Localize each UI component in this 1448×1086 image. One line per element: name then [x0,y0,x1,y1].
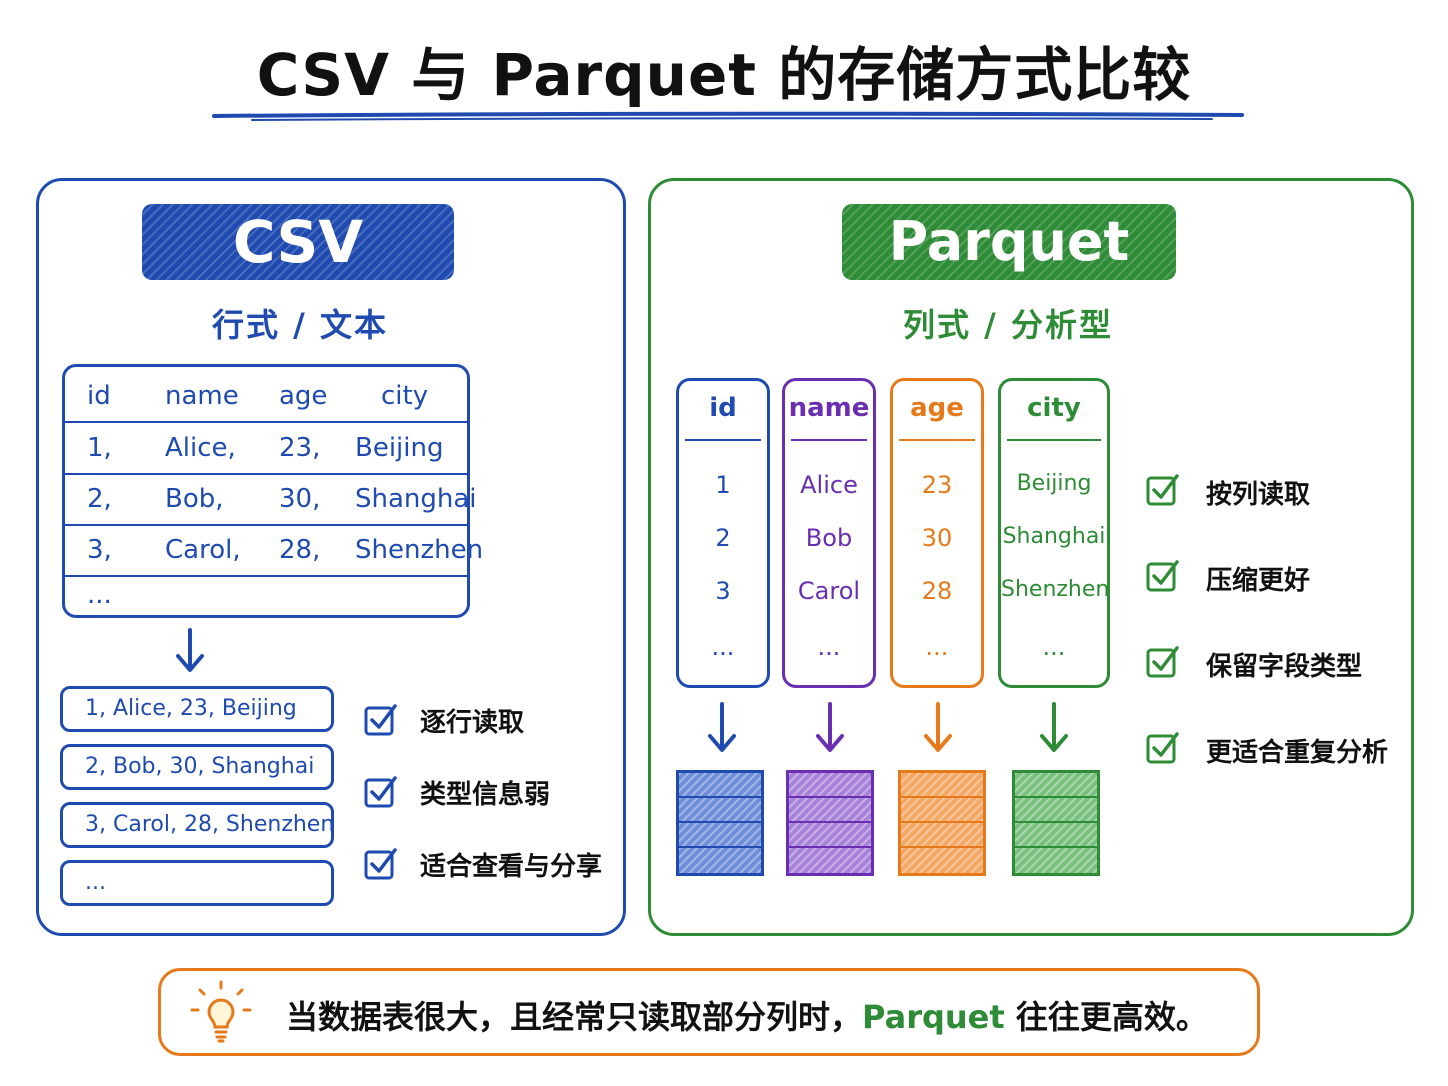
checkbox-icon [364,704,397,736]
column-value: Shenzhen [1001,577,1110,602]
ellipsis: ... [87,580,112,610]
column-storage-block-id [676,770,764,876]
checkbox-icon [1146,560,1179,592]
tip-text: 当数据表很大，且经常只读取部分列时，Parquet 往往更高效。 [286,992,1208,1038]
csv-record: ... [60,860,334,906]
column-storage-block-name [786,770,874,876]
column-divider [685,439,761,441]
parquet-panel [648,178,1414,936]
parquet-check-compression: 压缩更好 [1206,566,1311,596]
table-cell: 1, [87,433,112,463]
column-value: 30 [921,524,953,552]
tip-text-highlight: Parquet [862,998,1005,1036]
column-value: Shanghai [1002,524,1106,549]
csv-record: 3, Carol, 28, Shenzhen [60,802,334,848]
down-arrow-icon [708,702,736,752]
csv-table-header: id name age city [65,371,467,423]
column-value: 23 [921,471,953,499]
ellipsis: ... [1042,633,1066,661]
column-value: Carol [797,577,861,605]
table-cell: Carol, [165,535,241,565]
tip-text-after: 往往更高效。 [1004,998,1208,1036]
lightbulb-icon [190,980,252,1043]
column-value: Alice [800,471,858,499]
parquet-subtitle: 列式 / 分析型 [903,306,1113,344]
parquet-check-analysis: 更适合重复分析 [1206,738,1389,768]
table-cell: 23, [279,433,321,463]
table-cell: Shanghai [355,484,477,514]
column-header: city [1027,393,1081,423]
table-cell: 3, [87,535,112,565]
csv-header-age: age [279,381,328,411]
table-row: 3, Carol, 28, Shenzhen [65,525,483,577]
table-cell: 2, [87,484,112,514]
checkbox-icon [1146,646,1179,678]
parquet-check-column-read: 按列读取 [1206,480,1311,510]
tip-text-before: 当数据表很大，且经常只读取部分列时， [286,998,863,1036]
csv-header-name: name [165,381,239,411]
table-row: 1, Alice, 23, Beijing [65,423,467,475]
down-arrow-icon [924,702,952,752]
column-value: 1 [715,471,731,499]
table-cell: Bob, [165,484,224,514]
checkbox-icon [364,776,397,808]
down-arrow-icon [176,628,204,672]
csv-record: 2, Bob, 30, Shanghai [60,744,334,790]
checkbox-icon [1146,474,1179,506]
column-header: name [788,393,870,423]
column-storage-block-age [898,770,986,876]
column-header: id [709,393,737,423]
csv-header-city: city [381,381,429,411]
csv-badge: CSV [142,204,454,280]
column-divider [1007,439,1101,441]
csv-check-row-read: 逐行读取 [420,708,525,738]
checkbox-icon [1146,732,1179,764]
checkbox-icon [364,848,397,880]
down-arrow-icon [816,702,844,752]
column-divider [791,439,867,441]
column-value: Beijing [1016,471,1092,496]
column-value: 3 [715,577,731,605]
csv-table: id name age city 1, Alice, 23, Beijing 2… [62,364,483,618]
table-row-more: ... [65,576,467,626]
ellipsis: ... [817,633,841,661]
parquet-column-city: city Beijing Shanghai Shenzhen ... [998,378,1110,688]
table-cell: Shenzhen [355,535,484,565]
csv-panel [36,178,626,936]
csv-record: 1, Alice, 23, Beijing [60,686,334,732]
parquet-badge: Parquet [842,204,1176,280]
table-cell: 28, [279,535,321,565]
csv-check-weak-types: 类型信息弱 [420,780,551,810]
table-row: 2, Bob, 30, Shanghai [65,474,477,526]
table-cell: Alice, [165,433,236,463]
column-storage-block-city [1012,770,1100,876]
csv-check-sharing: 适合查看与分享 [420,852,603,882]
parquet-column-name: name Alice Bob Carol ... [782,378,876,688]
table-cell: Beijing [355,433,444,463]
parquet-column-age: age 23 30 28 ... [890,378,984,688]
parquet-column-id: id 1 2 3 ... [676,378,770,688]
parquet-check-types: 保留字段类型 [1206,652,1363,682]
page-title: CSV 与 Parquet 的存储方式比较 [256,41,1192,109]
down-arrow-icon [1040,702,1068,752]
column-header: age [910,393,964,423]
csv-subtitle: 行式 / 文本 [212,306,388,344]
column-value: 28 [921,577,953,605]
column-value: Bob [805,524,853,552]
column-value: 2 [715,524,731,552]
ellipsis: ... [711,633,735,661]
csv-header-id: id [87,381,111,411]
title-underline [212,111,1244,121]
ellipsis: ... [925,633,949,661]
column-divider [899,439,975,441]
tip-box [158,968,1260,1056]
table-cell: 30, [279,484,321,514]
